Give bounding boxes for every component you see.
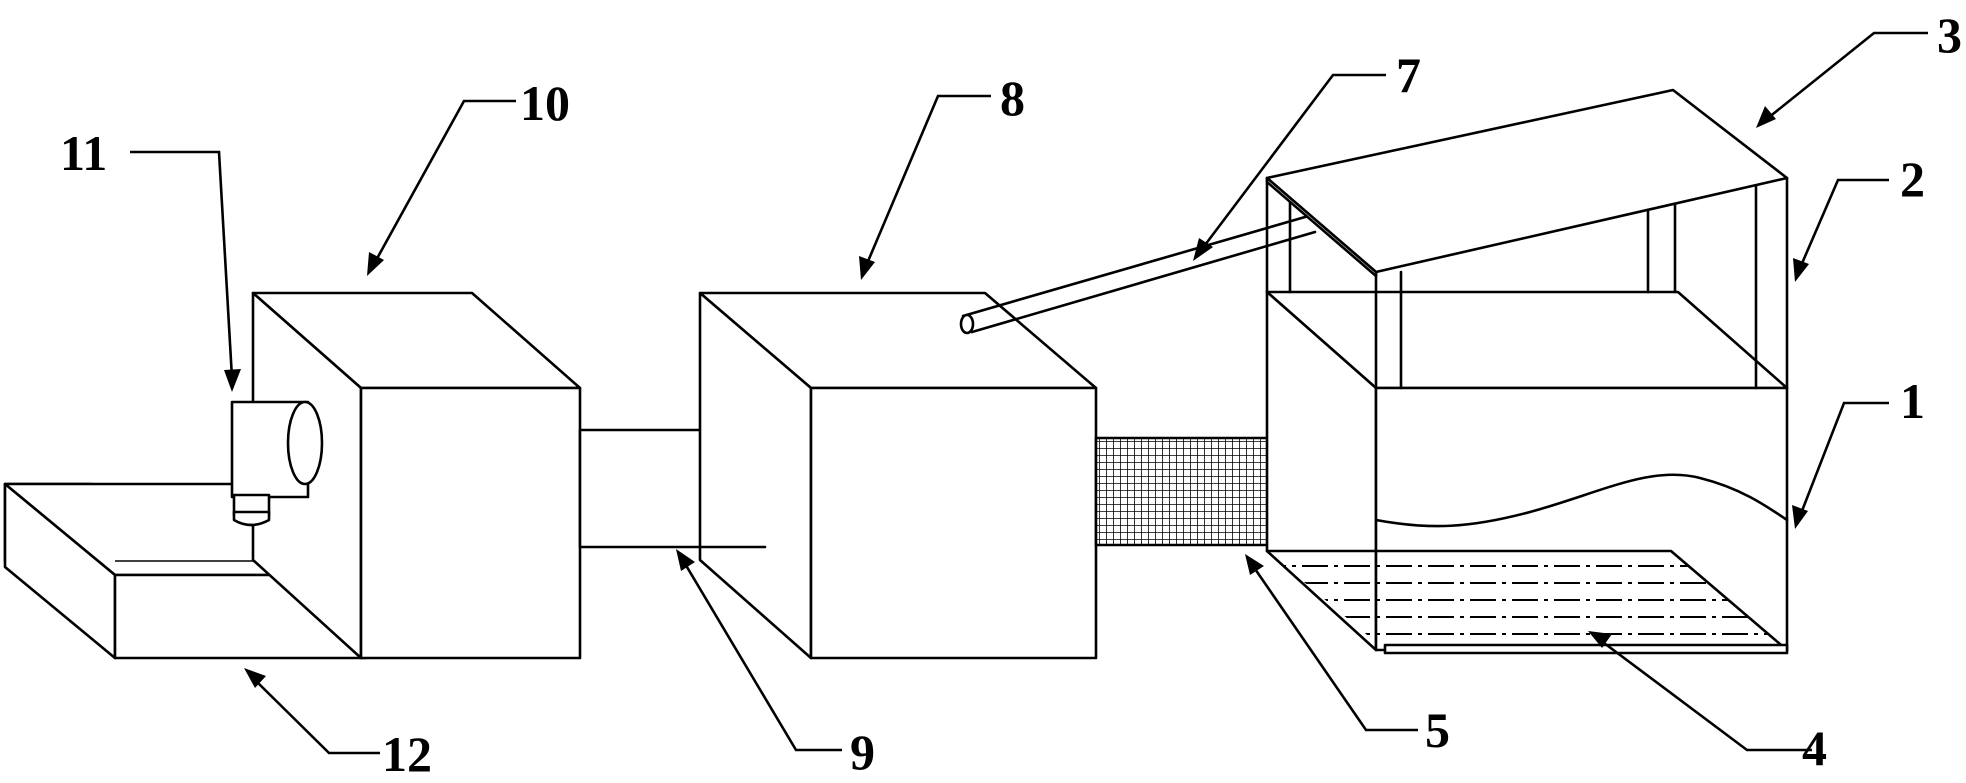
top-cover-3 — [1265, 88, 1789, 278]
box-8 — [698, 291, 1098, 660]
bottom-plate-4 — [1267, 565, 1789, 655]
callout-3: 3 — [1937, 7, 1962, 63]
frame-2 — [1265, 176, 1789, 390]
tank-1 — [1265, 290, 1789, 652]
callout-7: 7 — [1396, 47, 1421, 103]
callout-5: 5 — [1425, 702, 1450, 758]
callout-9: 9 — [850, 724, 875, 780]
leader-lines — [130, 31, 1928, 755]
rod-7 — [959, 213, 1317, 335]
callout-10: 10 — [520, 75, 570, 131]
callout-8: 8 — [1000, 70, 1025, 126]
callout-12: 12 — [382, 726, 432, 782]
callout-11: 11 — [60, 125, 107, 181]
callout-4: 4 — [1802, 720, 1827, 776]
callout-2: 2 — [1900, 151, 1925, 207]
callout-1: 1 — [1900, 373, 1925, 429]
nozzle-11 — [230, 400, 324, 527]
